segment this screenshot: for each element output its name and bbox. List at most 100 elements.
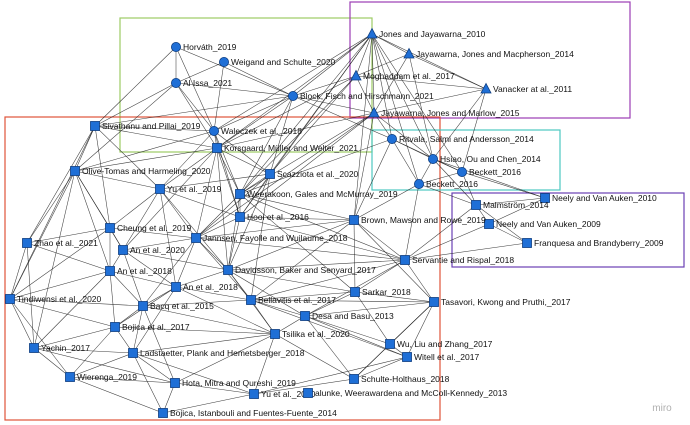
- node-n22[interactable]: Yu et al._2019: [155, 184, 222, 194]
- node-n27[interactable]: Cheung et al._2019: [105, 223, 192, 233]
- node-n19[interactable]: Neely and Van Auken_2009: [484, 219, 602, 229]
- node-circle-marker: [427, 153, 438, 164]
- node-n49[interactable]: Schulte-Holthaus_2018: [349, 374, 450, 384]
- edge-n16-n26: [353, 183, 420, 221]
- edge-n36-n37: [9, 298, 144, 307]
- edge-n11-n24: [213, 130, 241, 195]
- edge-n15-n17: [461, 171, 546, 199]
- node-n8[interactable]: Vanacker at al._2011: [480, 82, 572, 95]
- node-label: Jayawarna, Jones and Macpherson_2014: [416, 49, 574, 59]
- node-n10[interactable]: Sivathanu and Pillai_2019: [90, 121, 201, 131]
- node-n4[interactable]: Block, Fisch and Hirschmann_2021: [287, 91, 434, 102]
- node-n42[interactable]: Tsilika et al._2020: [270, 329, 350, 339]
- node-n28[interactable]: An et al._2020: [118, 245, 186, 255]
- node-n2[interactable]: Weigand and Schulte_2020: [218, 57, 336, 68]
- edge-n7-n9: [355, 75, 375, 114]
- node-n50[interactable]: Yu et al._2020: [249, 389, 316, 399]
- node-n9[interactable]: Jayawarna, Jones and Marlow_2015: [368, 106, 520, 119]
- node-label: Ladstaetter, Plank and Hemetsberger_2018: [140, 348, 305, 358]
- edge-n6-n9: [373, 53, 410, 114]
- node-n11[interactable]: Waleczek et al._2018: [208, 126, 302, 137]
- node-n36[interactable]: Tindiwensi et al._2020: [5, 294, 102, 304]
- node-n21[interactable]: Olive-Tomas and Harmeling_2020: [70, 166, 211, 176]
- edge-n49-n50: [253, 378, 355, 395]
- node-n51[interactable]: alunke, Weerawardena and McColl-Kennedy_…: [303, 388, 508, 398]
- node-n25[interactable]: Hooi et al._2016: [235, 212, 310, 222]
- node-n43[interactable]: Yachin_2017: [29, 343, 91, 353]
- node-square-marker: [118, 245, 128, 255]
- node-n6[interactable]: Jayawarna, Jones and Macpherson_2014: [403, 47, 574, 60]
- node-n15[interactable]: Beckett_2016: [456, 166, 521, 177]
- edge-n13-n16: [391, 138, 420, 185]
- node-n31[interactable]: An et al._2018: [105, 266, 173, 276]
- node-n1[interactable]: Horváth_2019: [170, 42, 237, 53]
- node-n40[interactable]: Desa and Basu_2013: [300, 311, 395, 321]
- edge-n23-n29: [195, 173, 271, 239]
- node-n20[interactable]: Franquesa and Brandyberry_2009: [522, 238, 664, 248]
- node-circle-marker: [208, 126, 219, 137]
- edge-n29-n34: [175, 237, 197, 288]
- node-n13[interactable]: Ritvala, Salmi and Andersson_2014: [386, 133, 534, 144]
- edge-n16-n18: [418, 183, 477, 206]
- edge-n42-n50: [253, 333, 276, 395]
- node-n39[interactable]: Tasavori, Kwong and Pruthi,_2017: [429, 297, 571, 307]
- edge-n25-n26: [239, 216, 355, 221]
- node-n33[interactable]: Servantie and Rispal_2018: [400, 255, 515, 265]
- edge-n29-n33: [195, 237, 406, 261]
- edge-n2-n4: [223, 61, 294, 97]
- node-square-marker: [5, 294, 15, 304]
- node-n24[interactable]: Weerakoon, Gales and McMurray_2019: [235, 189, 398, 199]
- node-n35[interactable]: Sarkar_2018: [350, 287, 411, 297]
- node-n37[interactable]: Bacq et al._2015: [138, 301, 215, 311]
- node-label: Yachin_2017: [41, 343, 90, 353]
- node-n26[interactable]: Brown, Mawson and Rowe_2019: [349, 215, 487, 225]
- node-n18[interactable]: Malmström_2014: [471, 200, 549, 210]
- node-n5[interactable]: Jones and Jayawarna_2010: [366, 27, 486, 40]
- node-n38[interactable]: Bellavitis et al._2017: [246, 295, 337, 305]
- edge-n22-n27: [109, 188, 161, 229]
- node-n45[interactable]: Ladstaetter, Plank and Hemetsberger_2018: [128, 348, 305, 358]
- node-circle-marker: [413, 178, 424, 189]
- node-label: Bojica, Istanbouli and Fuentes-Fuente_20…: [170, 408, 337, 418]
- edge-n2-n3: [175, 61, 225, 84]
- node-label: Yu et al._2020: [261, 389, 316, 399]
- edge-n28-n29: [122, 237, 197, 251]
- node-n3[interactable]: Al Issa_2021: [170, 78, 232, 89]
- node-n32[interactable]: Davidsson, Baker and Senyard_2017: [223, 265, 377, 275]
- node-label: Ritvala, Salmi and Andersson_2014: [399, 134, 534, 144]
- edge-n15-n18: [461, 171, 477, 206]
- edge-n19-n20: [488, 223, 528, 244]
- node-n30[interactable]: Zhao et al._2021: [22, 238, 99, 248]
- edge-n37-n42: [142, 305, 276, 335]
- node-n52[interactable]: Bojica, Istanbouli and Fuentes-Fuente_20…: [158, 408, 338, 418]
- node-n12[interactable]: Korsgaard, Müller and Welter_2021: [212, 143, 359, 153]
- node-n23[interactable]: Scazziota et al._2020: [265, 169, 359, 179]
- node-label: Cheung et al._2019: [117, 223, 191, 233]
- node-circle-marker: [218, 57, 229, 68]
- node-n14[interactable]: Hsiao, Ou and Chen_2014: [427, 153, 541, 164]
- node-square-marker: [246, 295, 256, 305]
- edge-n40-n49: [304, 315, 355, 380]
- edge-n41-n43: [33, 326, 116, 349]
- node-n44[interactable]: Wu, Liu and Zhang_2017: [385, 339, 493, 349]
- edge-n9-n26: [353, 112, 375, 221]
- edge-n32-n33: [227, 259, 406, 271]
- edge-n22-n23: [159, 173, 271, 190]
- node-n17[interactable]: Neely and Van Auken_2010: [540, 193, 658, 203]
- node-n48[interactable]: Hota, Mitra and Qureshi_2019: [170, 378, 297, 388]
- node-label: Hota, Mitra and Qureshi_2019: [182, 378, 296, 388]
- node-n41[interactable]: Bojica et al._2017: [110, 322, 190, 332]
- node-n7[interactable]: Moghaddam et al._2017: [350, 69, 455, 82]
- edge-n7-n23: [269, 75, 357, 175]
- node-n29[interactable]: Jannsen, Fayolle and Wuilaume_2018: [191, 233, 348, 243]
- node-n46[interactable]: Witell et al._2017: [402, 352, 480, 362]
- edge-n34-n38: [175, 286, 252, 301]
- node-n16[interactable]: Beckett_2016: [413, 178, 478, 189]
- edge-n25-n32: [227, 216, 241, 271]
- edge-n43-n48: [33, 347, 176, 384]
- node-n34[interactable]: An et al._2018: [171, 282, 239, 292]
- edge-n11-n23: [213, 130, 271, 175]
- node-n47[interactable]: Wierenga_2019: [65, 372, 138, 382]
- edge-n48-n52: [162, 382, 176, 414]
